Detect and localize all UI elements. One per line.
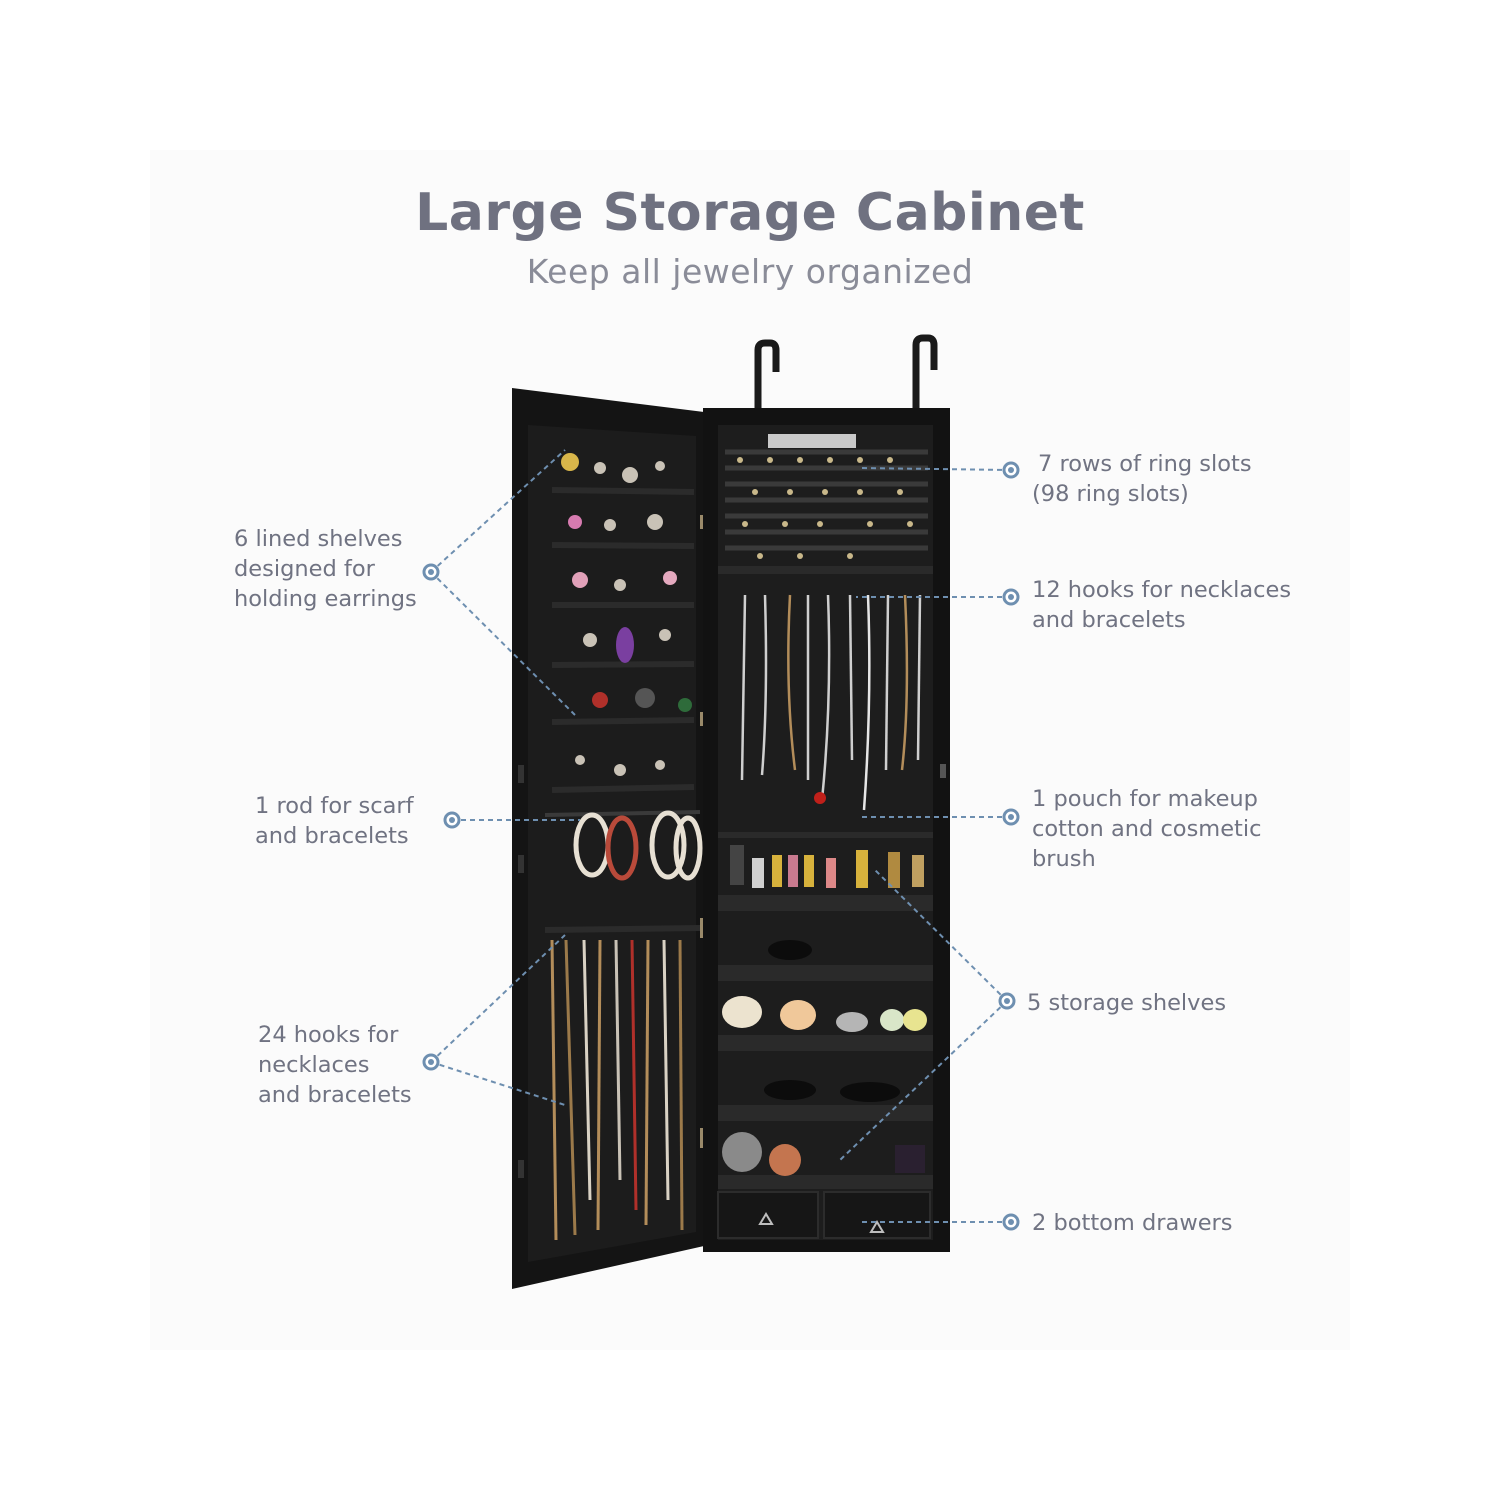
callout-line: and bracelets bbox=[258, 1082, 412, 1108]
callout-line: 5 storage shelves bbox=[1027, 990, 1227, 1016]
drawer-handle-icon bbox=[758, 1212, 774, 1225]
callout-line: and bracelets bbox=[1032, 607, 1186, 633]
callout-line: (98 ring slots) bbox=[1032, 481, 1189, 507]
lock-icon bbox=[940, 764, 946, 778]
callout-makeup-pouch: 1 pouch for makeup cotton and cosmetic b… bbox=[1032, 784, 1262, 874]
compacts bbox=[722, 940, 927, 1176]
cabinet-body bbox=[703, 408, 950, 1252]
callout-line: 1 rod for scarf bbox=[255, 793, 414, 819]
earring-shelves bbox=[551, 487, 695, 793]
page-subtitle: Keep all jewelry organized bbox=[526, 252, 974, 291]
callout-line: 12 hooks for necklaces bbox=[1032, 577, 1292, 603]
callout-line: brush bbox=[1032, 846, 1096, 872]
callout-scarf-rod: 1 rod for scarf and bracelets bbox=[255, 791, 414, 851]
drawer-handle-icon bbox=[869, 1220, 885, 1233]
storage-shelves bbox=[718, 895, 933, 1189]
callout-line: 7 rows of ring slots bbox=[1038, 451, 1252, 477]
callout-line: 24 hooks for bbox=[258, 1022, 399, 1048]
door-necklaces bbox=[550, 939, 684, 1241]
callout-storage-shelves: 5 storage shelves bbox=[1027, 988, 1226, 1018]
callout-earring-shelves: 6 lined shelves designed for holding ear… bbox=[234, 524, 417, 614]
cabinet-door bbox=[512, 388, 704, 1289]
cosmetics bbox=[730, 845, 924, 888]
callout-line: designed for bbox=[234, 556, 375, 582]
bottom-drawers bbox=[717, 1191, 931, 1239]
callout-necklace-hooks: 12 hooks for necklaces and bracelets bbox=[1032, 575, 1291, 635]
earrings bbox=[561, 453, 692, 776]
callout-line: holding earrings bbox=[234, 586, 417, 612]
hanger-hook-icon bbox=[754, 334, 938, 410]
leader-lines bbox=[430, 449, 1012, 1223]
callout-bottom-drawers: 2 bottom drawers bbox=[1032, 1208, 1233, 1238]
callout-line: cotton and cosmetic bbox=[1032, 816, 1262, 842]
callout-line: 6 lined shelves bbox=[234, 526, 403, 552]
rings bbox=[737, 457, 913, 559]
callout-ring-slots: 7 rows of ring slots (98 ring slots) bbox=[1032, 449, 1252, 509]
callout-line: and bracelets bbox=[255, 823, 409, 849]
ring-slots bbox=[725, 449, 928, 551]
bracelets bbox=[573, 810, 703, 881]
callout-line: necklaces bbox=[258, 1052, 370, 1078]
callout-line: 2 bottom drawers bbox=[1032, 1210, 1233, 1236]
callout-line: 1 pouch for makeup bbox=[1032, 786, 1258, 812]
page-title: Large Storage Cabinet bbox=[415, 183, 1085, 243]
cabinet-necklaces bbox=[740, 594, 922, 811]
callout-door-hooks: 24 hooks for necklaces and bracelets bbox=[258, 1020, 412, 1110]
